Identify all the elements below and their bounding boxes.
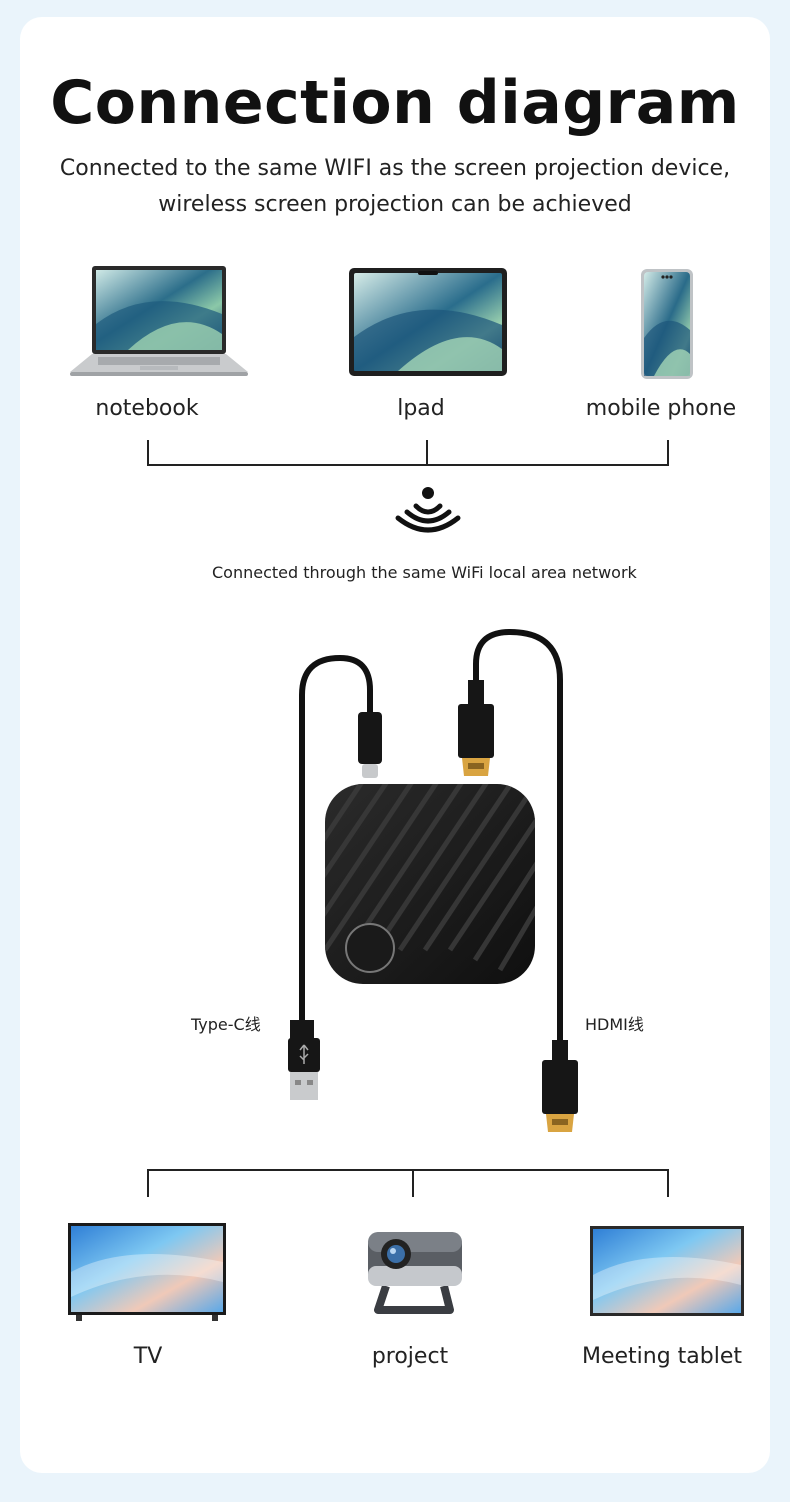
tablet-icon <box>349 268 507 376</box>
cable-label-hdmi: HDMI线 <box>585 1015 644 1034</box>
output-bracket-right <box>667 1169 669 1197</box>
source-bracket-left <box>147 440 149 466</box>
network-caption: Connected through the same WiFi local ar… <box>212 563 637 582</box>
source-label-mobile-phone: mobile phone <box>585 396 737 421</box>
output-label-tv: TV <box>133 1344 163 1369</box>
wifi-signal-icon <box>395 487 461 533</box>
tv-icon <box>68 1223 226 1321</box>
subtitle-line-1: Connected to the same WIFI as the screen… <box>59 156 731 181</box>
output-bracket-line <box>147 1169 669 1171</box>
subtitle-line-2: wireless screen projection can be achiev… <box>158 192 632 217</box>
output-label-project: project <box>371 1344 449 1369</box>
meeting-tablet-icon <box>590 1226 744 1316</box>
output-bracket-left <box>147 1169 149 1197</box>
screen-projector-dongle <box>288 628 578 1132</box>
page-title: Connection diagram <box>50 68 740 138</box>
output-bracket-center <box>412 1169 414 1197</box>
dongle-button <box>345 923 395 973</box>
source-label-ipad: lpad <box>397 396 445 421</box>
laptop-icon <box>70 266 248 376</box>
cable-label-type-c: Type-C线 <box>191 1015 261 1034</box>
source-bracket-line <box>147 464 669 466</box>
source-label-notebook: notebook <box>95 396 199 421</box>
output-label-meeting-tablet: Meeting tablet <box>581 1344 743 1369</box>
source-bracket-center <box>426 440 428 466</box>
source-bracket-right <box>667 440 669 466</box>
projector-icon <box>368 1232 462 1314</box>
smartphone-icon <box>641 269 693 379</box>
